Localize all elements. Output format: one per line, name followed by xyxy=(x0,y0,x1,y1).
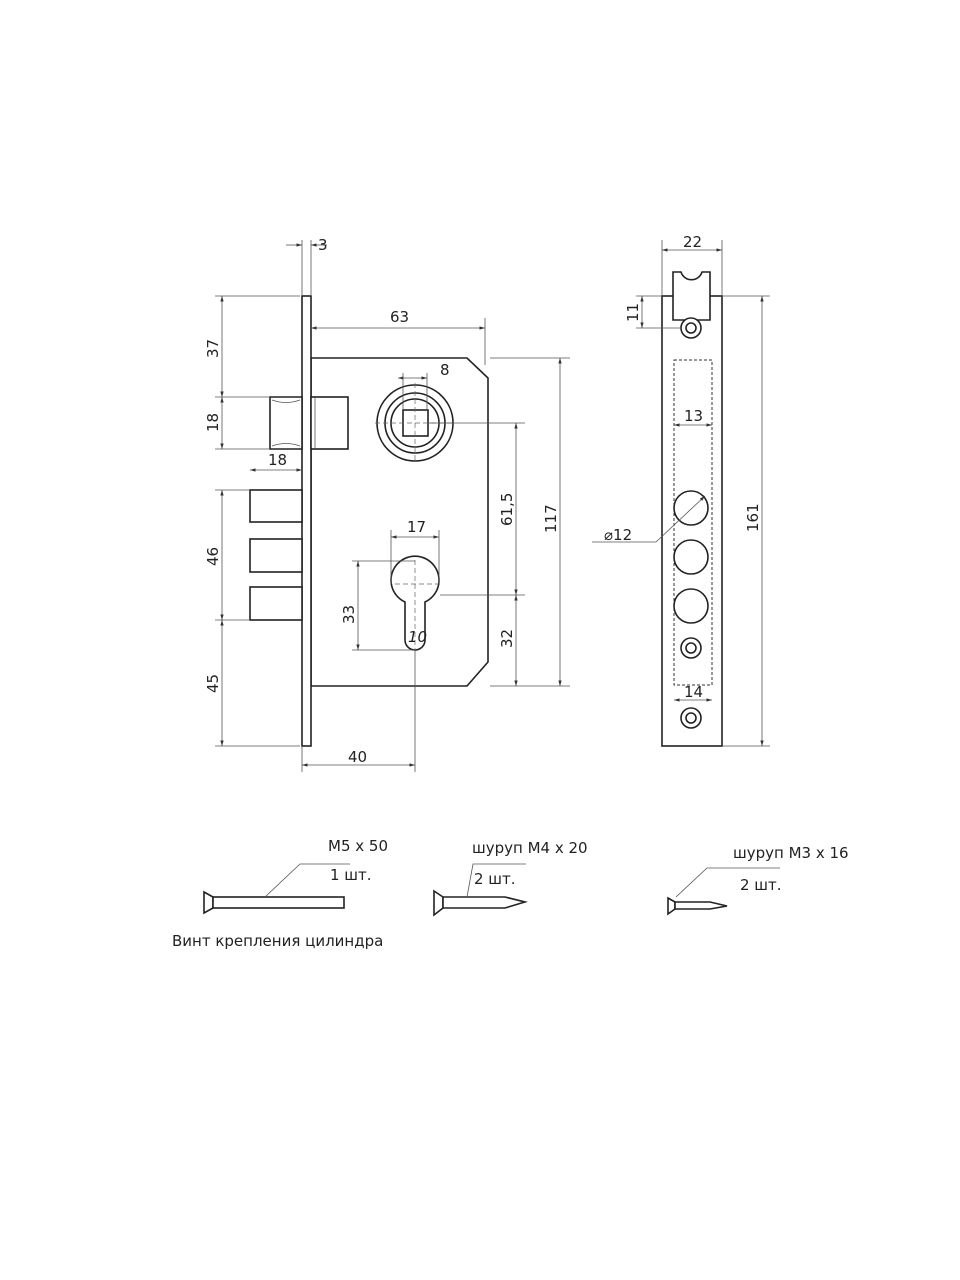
cylinder-screw-caption: Винт крепления цилиндра xyxy=(172,932,383,950)
faceplate-side xyxy=(661,295,723,747)
screw-qty-m4: 2 шт. xyxy=(474,870,516,888)
spindle-hub xyxy=(375,383,455,463)
screw-holes xyxy=(680,317,702,729)
dim-top-to-deadbolt: 37 xyxy=(204,339,222,358)
dim-bolt-hole-diameter: ⌀12 xyxy=(604,526,632,544)
dim-bottom-width: 14 xyxy=(684,683,703,701)
faceplate xyxy=(301,295,312,747)
dim-cylinder-slot: 10 xyxy=(408,628,427,646)
dim-cylinder-height: 33 xyxy=(340,605,358,624)
dim-deadbolt-height: 18 xyxy=(204,413,222,432)
screw-size-m4: шуруп M4 x 20 xyxy=(472,839,588,857)
dim-body-depth: 63 xyxy=(390,308,409,326)
side-view: 22 11 13 ⌀12 14 161 xyxy=(592,233,770,747)
front-view: 3 63 8 37 18 18 46 45 17 33 10 61,5 32 1… xyxy=(204,236,570,772)
dim-cylinder-width: 17 xyxy=(407,518,426,536)
dim-backset: 40 xyxy=(348,748,367,766)
dim-top-screw-offset: 11 xyxy=(624,303,642,322)
dim-faceplate-thickness: 3 xyxy=(318,236,328,254)
hardware-cylinder-screw: M5 x 50 1 шт. Винт крепления цилиндра xyxy=(172,837,388,950)
screw-qty-m3: 2 шт. xyxy=(740,876,782,894)
dim-faceplate-width: 22 xyxy=(683,233,702,251)
screw-size-m3: шуруп M3 x 16 xyxy=(733,844,849,862)
dim-spindle-to-cylinder: 61,5 xyxy=(498,493,516,526)
deadbolt-tab xyxy=(672,271,711,321)
deadbolt xyxy=(269,396,349,450)
dim-latch-projection: 18 xyxy=(268,451,287,469)
screw-qty-m5: 1 шт. xyxy=(330,866,372,884)
pocket-outline xyxy=(673,359,713,686)
dim-body-height: 117 xyxy=(542,504,560,533)
hardware-wood-screw-m3: шуруп M3 x 16 2 шт. xyxy=(667,844,849,916)
hardware-wood-screw-m4: шуруп M4 x 20 2 шт. xyxy=(433,839,588,917)
dim-spindle-square: 8 xyxy=(440,361,450,379)
latch-bolts xyxy=(249,489,303,621)
dim-latch-group-height: 46 xyxy=(204,547,222,566)
dim-faceplate-length: 161 xyxy=(744,503,762,532)
bolt-holes xyxy=(673,490,709,624)
dim-cylinder-to-bottom: 32 xyxy=(498,629,516,648)
screw-size-m5: M5 x 50 xyxy=(328,837,388,855)
dim-bottom-to-latch: 45 xyxy=(204,674,222,693)
dim-pocket-width: 13 xyxy=(684,407,703,425)
